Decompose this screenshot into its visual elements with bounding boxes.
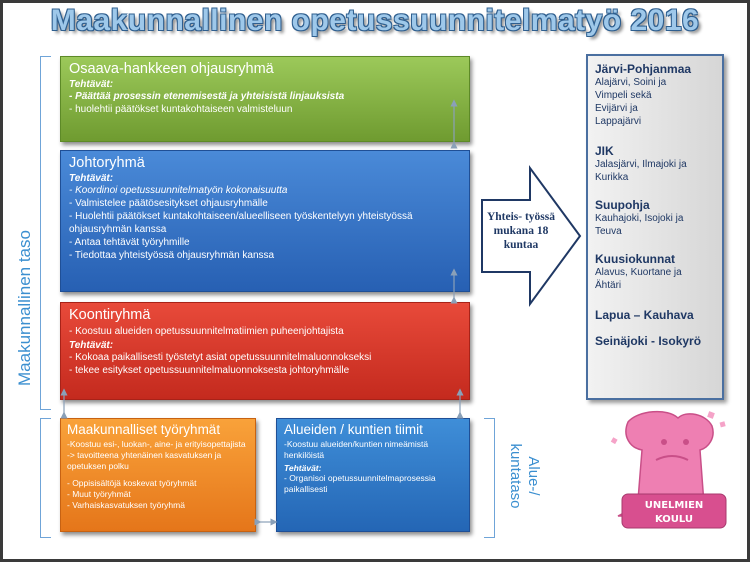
management-group-tasks-label: Tehtävät: <box>69 173 114 184</box>
compilation-group-task: - Kokoaa paikallisesti työstetyt asiat o… <box>69 352 372 363</box>
regional-workgroups-item: - Oppisisältöjä koskevat työryhmät <box>67 478 197 488</box>
management-group-task: - Antaa tehtävät työryhmille <box>69 237 190 248</box>
compilation-group-intro: - Koostuu alueiden opetussuunnitelmatiim… <box>69 326 344 337</box>
municipal-teams-task: - Organisoi opetussuunnitelmaprosessia p… <box>284 473 436 494</box>
region-group: Lapua – Kauhava <box>595 308 722 322</box>
region-municipalities: Vimpeli sekä <box>595 90 652 101</box>
region-municipalities: Kurikka <box>595 172 629 183</box>
management-group-task: - Valmistelee päätösesitykset ohjausryhm… <box>69 198 268 209</box>
svg-text:UNELMIEN: UNELMIEN <box>645 500 704 511</box>
compilation-group-tasks-label: Tehtävät: <box>69 340 114 351</box>
regional-workgroups-item: - Muut työryhmät <box>67 489 131 499</box>
region-municipalities: Alajärvi, Soini ja <box>595 77 667 88</box>
compilation-group-task: - tekee esitykset opetussuunnitelmaluonn… <box>69 365 350 376</box>
region-name: Seinäjoki - Isokyrö <box>595 334 702 348</box>
unelmien-koulu-logo: UNELMIEN KOULU <box>610 410 727 529</box>
region-group: Järvi-Pohjanmaa Alajärvi, Soini ja Vimpe… <box>595 62 722 128</box>
region-municipalities: Kauhajoki, Isojoki ja <box>595 213 684 224</box>
left-bracket <box>40 56 51 410</box>
regional-workgroups-item: - Varhaiskasvatuksen työryhmä <box>67 500 185 510</box>
cooperation-arrow <box>481 164 582 308</box>
management-group-task: - Koordinoi opetussuunnitelmatyön kokona… <box>69 185 288 196</box>
steering-group-task: - Päättää prosessin etenemisestä ja yhte… <box>69 91 345 102</box>
cooperation-arrow-text: Yhteis- työssä mukana 18 kuntaa <box>486 211 556 251</box>
region-municipalities: Evijärvi ja <box>595 103 638 114</box>
municipal-teams-intro: -Koostuu alueiden/kuntien nimeämistä hen… <box>284 439 429 460</box>
region-name: JIK <box>595 144 614 158</box>
region-group: Seinäjoki - Isokyrö <box>595 334 722 348</box>
region-name: Suupohja <box>595 198 650 212</box>
regional-workgroups-intro: -Koostuu esi-, luokan-, aine- ja erityis… <box>67 439 246 471</box>
compilation-group-title: Koontiryhmä <box>69 307 151 323</box>
regional-workgroups-title: Maakunnalliset työryhmät <box>67 422 221 437</box>
steering-group-box: Osaava-hankkeen ohjausryhmä Tehtävät: - … <box>60 56 470 142</box>
regional-workgroups-box: Maakunnalliset työryhmät -Koostuu esi-, … <box>60 418 256 532</box>
municipal-teams-title: Alueiden / kuntien tiimit <box>284 422 423 437</box>
page-title: Maakunnallinen opetussuunnitelmatyö 2016 <box>50 4 700 37</box>
region-name: Kuusiokunnat <box>595 252 675 266</box>
region-group: Suupohja Kauhajoki, Isojoki ja Teuva <box>595 198 722 238</box>
svg-text:KOULU: KOULU <box>655 514 693 525</box>
region-name: Lapua – Kauhava <box>595 308 694 322</box>
municipal-teams-box: Alueiden / kuntien tiimit -Koostuu aluei… <box>276 418 470 532</box>
management-group-title: Johtoryhmä <box>69 155 145 171</box>
region-group: JIK Jalasjärvi, Ilmajoki ja Kurikka <box>595 144 722 184</box>
region-municipalities: Ähtäri <box>595 280 622 291</box>
region-name: Järvi-Pohjanmaa <box>595 62 692 76</box>
municipal-teams-tasks-label: Tehtävät: <box>284 463 322 473</box>
steering-group-task: - huolehtii päätökset kuntakohtaiseen va… <box>69 104 293 115</box>
management-group-task: - Tiedottaa yhteistyössä ohjausryhmän ka… <box>69 250 275 261</box>
region-municipalities: Lappajärvi <box>595 116 642 127</box>
steering-group-tasks-label: Tehtävät: <box>69 79 114 90</box>
management-group-task: - Huolehtii päätökset kuntakohtaiseen/al… <box>69 211 413 235</box>
region-municipalities: Alavus, Kuortane ja <box>595 267 682 278</box>
right-bracket <box>484 418 495 538</box>
region-municipalities: Teuva <box>595 226 622 237</box>
steering-group-title: Osaava-hankkeen ohjausryhmä <box>69 61 274 77</box>
region-group: Kuusiokunnat Alavus, Kuortane ja Ähtäri <box>595 252 722 292</box>
left-bracket-lower <box>40 418 51 538</box>
management-group-box: Johtoryhmä Tehtävät: - Koordinoi opetuss… <box>60 150 470 292</box>
regions-panel: Järvi-Pohjanmaa Alajärvi, Soini ja Vimpe… <box>586 54 724 400</box>
compilation-group-box: Koontiryhmä - Koostuu alueiden opetussuu… <box>60 302 470 400</box>
region-municipalities: Jalasjärvi, Ilmajoki ja <box>595 159 687 170</box>
